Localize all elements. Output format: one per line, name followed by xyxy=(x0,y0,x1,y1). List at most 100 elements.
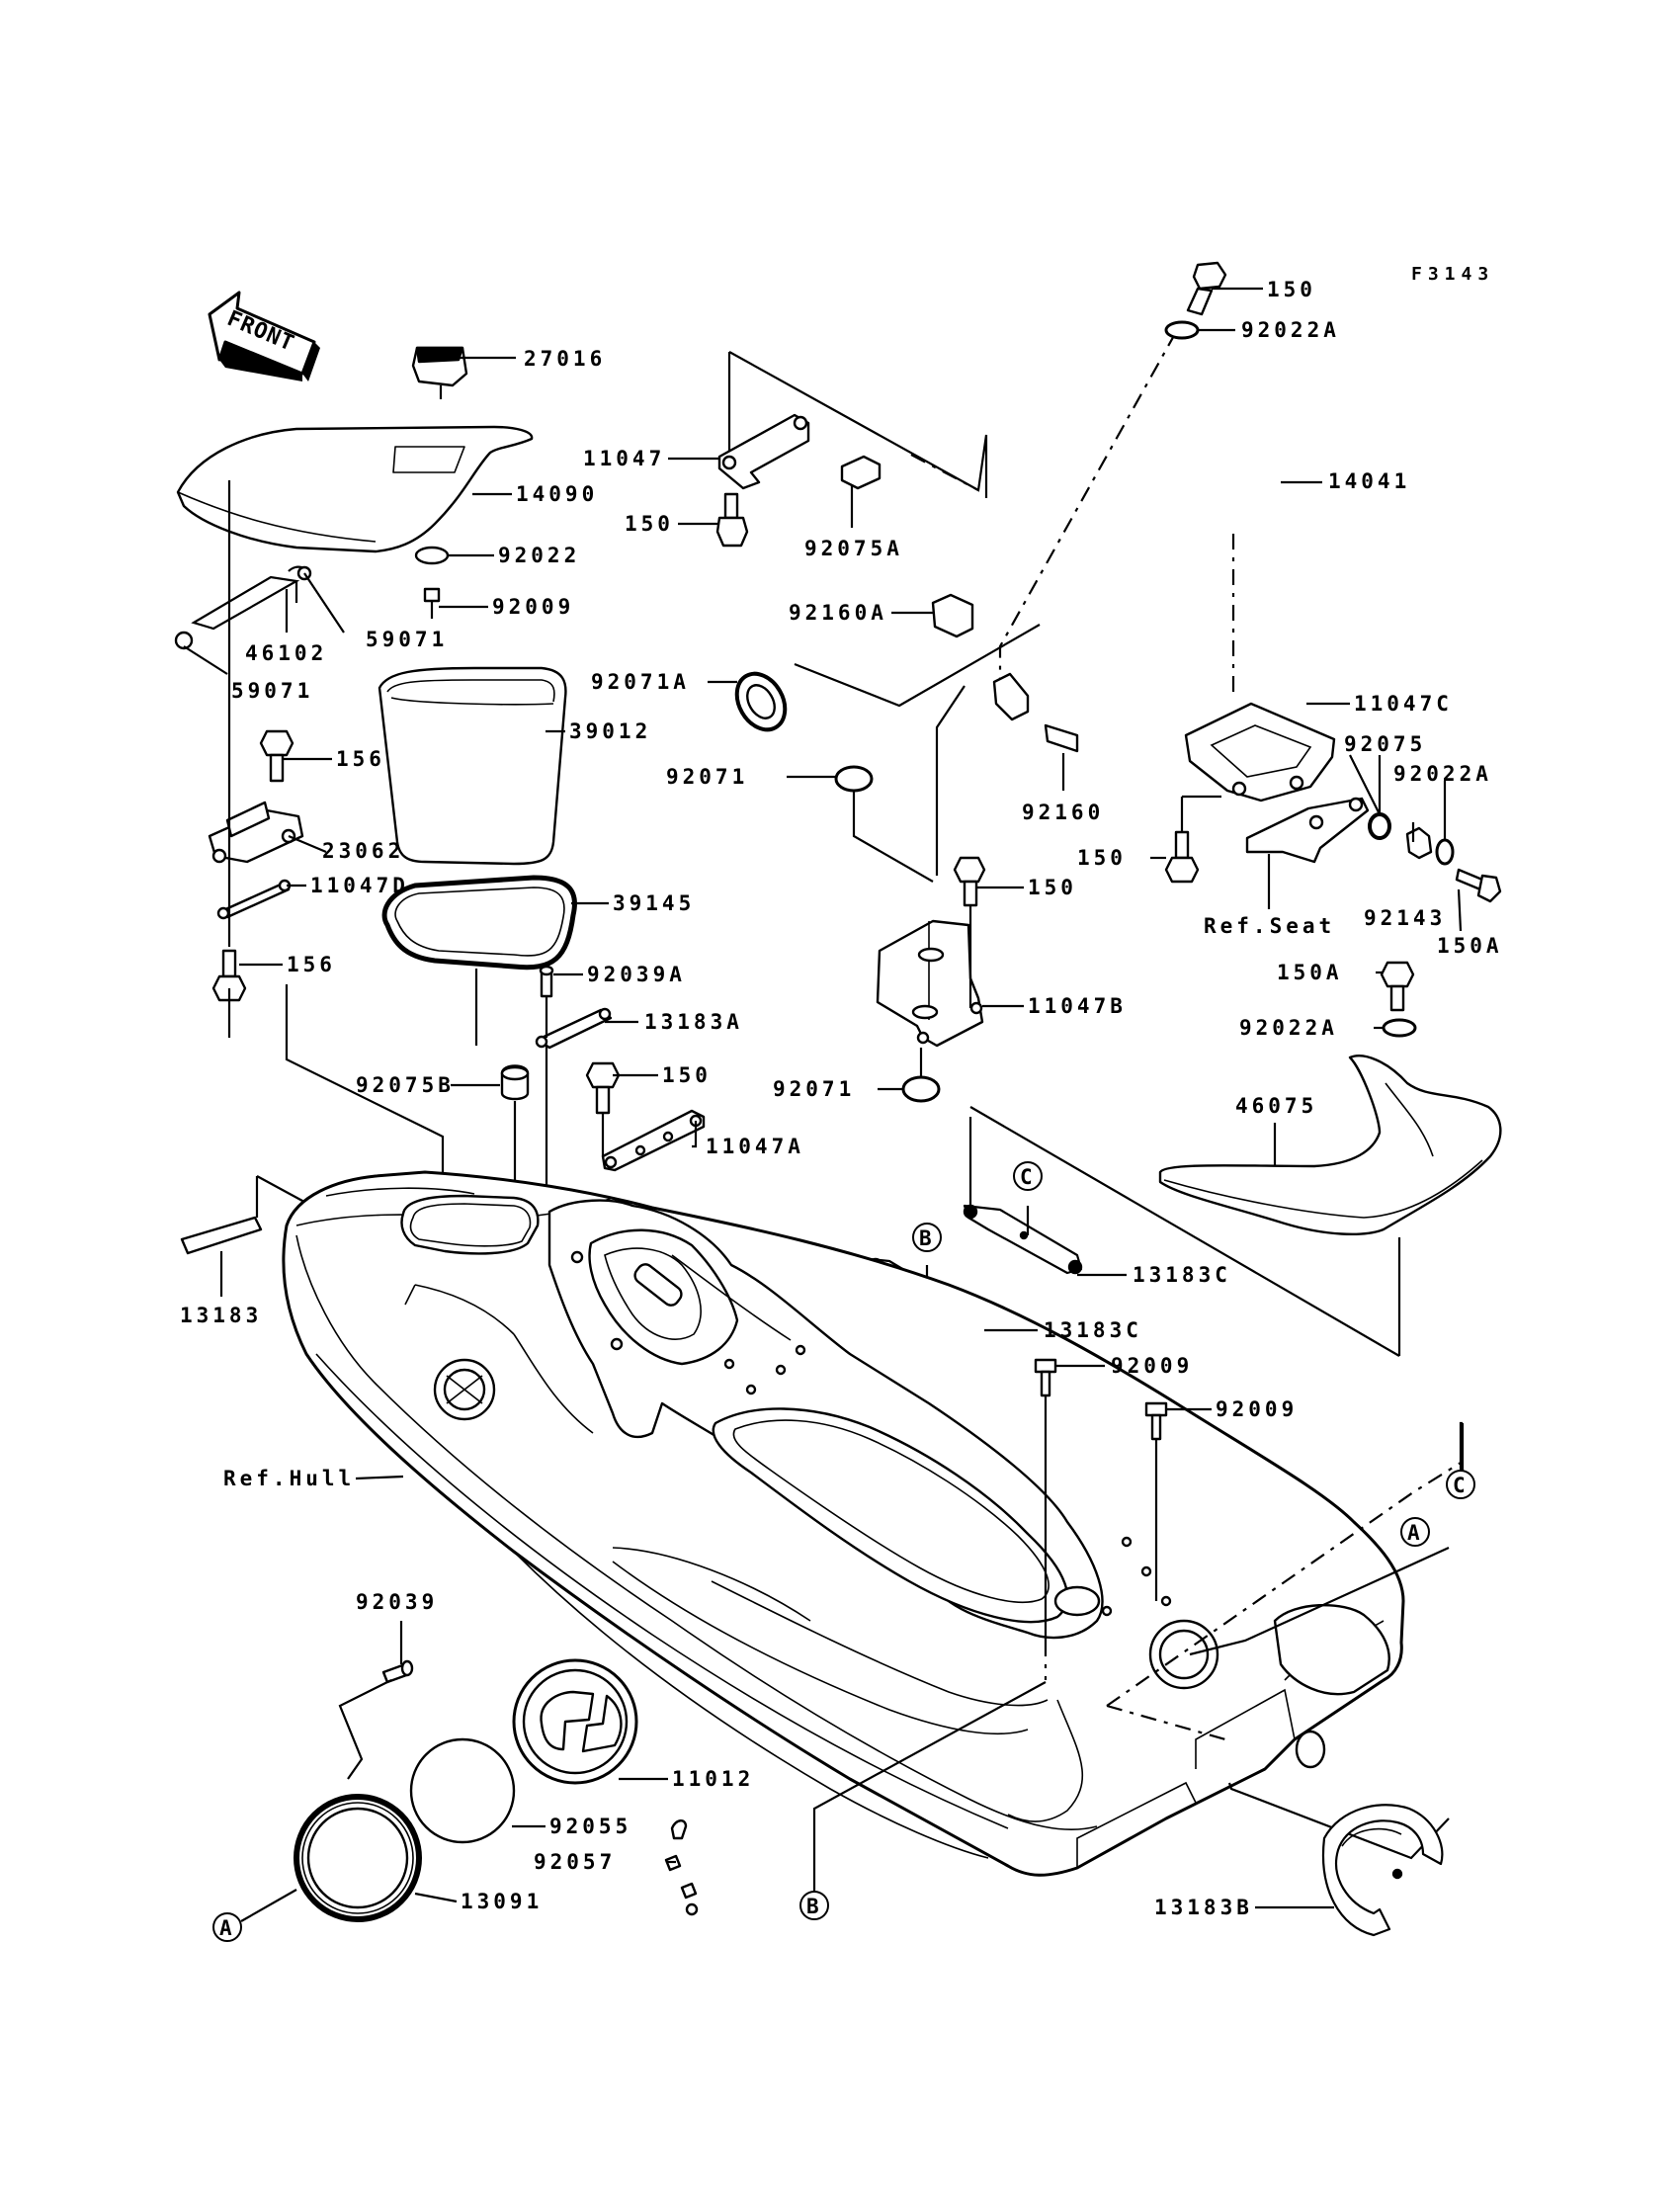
label-92039: 92039 xyxy=(356,1590,438,1614)
label-92022: 92022 xyxy=(498,544,580,567)
ring-13183B xyxy=(1321,1804,1444,1937)
bolt-150-top xyxy=(1186,261,1227,316)
svg-text:A: A xyxy=(219,1916,232,1940)
label-46102: 46102 xyxy=(245,641,327,665)
grab-handle-46075 xyxy=(1158,1055,1502,1235)
drain-92057 xyxy=(664,1819,699,1916)
label-92075: 92075 xyxy=(1344,732,1426,756)
bolt-150-d xyxy=(1164,830,1200,884)
strap-13183C-a xyxy=(963,1204,1083,1275)
bolt-150A-r xyxy=(1455,868,1502,903)
label-13183C-a: 13183C xyxy=(1133,1263,1231,1287)
label-150-d: 150 xyxy=(1077,846,1127,870)
hull-body xyxy=(282,1170,1405,1877)
seat-cover-14090 xyxy=(176,425,534,553)
bolt-92009-c xyxy=(1144,1401,1168,1441)
latch-46102 xyxy=(174,565,312,650)
marker-c-bottom: C xyxy=(1446,1470,1475,1499)
label-150-b: 150 xyxy=(625,512,674,536)
bolt-150-c xyxy=(953,856,986,907)
label-13183B: 13183B xyxy=(1154,1896,1253,1919)
seat-bracket-ref xyxy=(1245,797,1370,864)
plate-13183 xyxy=(180,1216,263,1255)
grommet-92071-b xyxy=(901,1075,941,1103)
cap-92075B xyxy=(500,1064,530,1101)
label-11012: 11012 xyxy=(672,1767,754,1791)
bolt-92009 xyxy=(423,587,441,619)
label-92075A: 92075A xyxy=(804,537,903,560)
label-92160: 92160 xyxy=(1022,801,1104,824)
gasket-39145 xyxy=(381,875,577,971)
svg-text:A: A xyxy=(1407,1521,1420,1545)
label-92160A: 92160A xyxy=(789,601,887,625)
cover-ring-13091 xyxy=(294,1794,422,1922)
label-39012: 39012 xyxy=(569,719,651,743)
label-92143: 92143 xyxy=(1364,906,1446,930)
label-14041: 14041 xyxy=(1328,469,1410,493)
label-13183C-b: 13183C xyxy=(1044,1318,1142,1342)
label-11047A: 11047A xyxy=(706,1135,804,1158)
marker-b-top: B xyxy=(912,1223,942,1252)
washer-92022 xyxy=(414,546,450,565)
label-23062: 23062 xyxy=(322,839,404,863)
pad-92075A xyxy=(840,455,882,490)
washer-92022A-r xyxy=(1435,838,1455,866)
lens-92055 xyxy=(409,1737,516,1844)
pad-92160 xyxy=(1044,723,1079,753)
bracket-11047C xyxy=(1184,702,1336,803)
storage-bucket-39012 xyxy=(378,666,567,866)
svg-text:C: C xyxy=(1453,1474,1466,1497)
label-59071-a: 59071 xyxy=(366,628,448,651)
label-13183: 13183 xyxy=(180,1304,262,1327)
label-150-c: 150 xyxy=(1028,876,1077,899)
bolt-150A-m xyxy=(1380,961,1415,1012)
label-27016: 27016 xyxy=(524,347,606,371)
bracket-11047 xyxy=(717,413,810,490)
label-92022A-m: 92022A xyxy=(1239,1016,1338,1040)
label-92009-c: 92009 xyxy=(1216,1397,1298,1421)
label-39145: 39145 xyxy=(613,891,695,915)
bracket-11047B xyxy=(876,919,984,1048)
grommet-92071-a xyxy=(834,765,934,883)
washer-92022A-top xyxy=(1164,320,1200,340)
marker-c-top: C xyxy=(1013,1161,1043,1191)
label-11047C: 11047C xyxy=(1354,692,1453,716)
label-92009-b: 92009 xyxy=(1111,1354,1193,1378)
collar-92143 xyxy=(1405,826,1433,860)
svg-text:B: B xyxy=(806,1895,819,1918)
pin-92039A xyxy=(539,965,554,998)
hinge-23062 xyxy=(208,801,304,864)
label-92057: 92057 xyxy=(534,1850,616,1874)
label-46075: 46075 xyxy=(1235,1094,1317,1118)
front-arrow-icon: FRONT xyxy=(208,291,320,381)
label-92075B: 92075B xyxy=(356,1073,455,1097)
pad-92160-upper xyxy=(992,672,1030,721)
label-ref-hull: Ref.Hull xyxy=(223,1467,355,1490)
bolt-150-b xyxy=(715,492,749,548)
label-ref-seat: Ref.Seat xyxy=(1204,914,1335,938)
spacer-92075 xyxy=(1368,812,1391,840)
label-11047B: 11047B xyxy=(1028,994,1127,1018)
cap-27016 xyxy=(411,346,468,399)
label-150A-m: 150A xyxy=(1277,961,1343,984)
label-11047D: 11047D xyxy=(310,874,409,897)
label-13091: 13091 xyxy=(461,1890,543,1913)
plate-11047D xyxy=(216,879,292,920)
bolt-150-e xyxy=(585,1061,621,1115)
label-92055: 92055 xyxy=(549,1815,631,1838)
label-92071A: 92071A xyxy=(591,670,690,694)
label-150-e: 150 xyxy=(662,1063,712,1087)
label-13183A: 13183A xyxy=(644,1010,743,1034)
bolt-156-upper xyxy=(259,729,294,783)
label-92022A-r: 92022A xyxy=(1393,762,1492,786)
marker-b-bottom: B xyxy=(799,1891,829,1920)
grommet-92071A xyxy=(734,671,788,732)
plate-13183A xyxy=(535,1007,613,1050)
marker-a-left: A xyxy=(212,1912,242,1942)
label-156-b: 156 xyxy=(287,953,336,976)
marker-a-right: A xyxy=(1400,1517,1430,1547)
label-92071-a: 92071 xyxy=(666,765,748,789)
figure-code: F3143 xyxy=(1411,264,1494,285)
label-11047: 11047 xyxy=(583,447,665,470)
